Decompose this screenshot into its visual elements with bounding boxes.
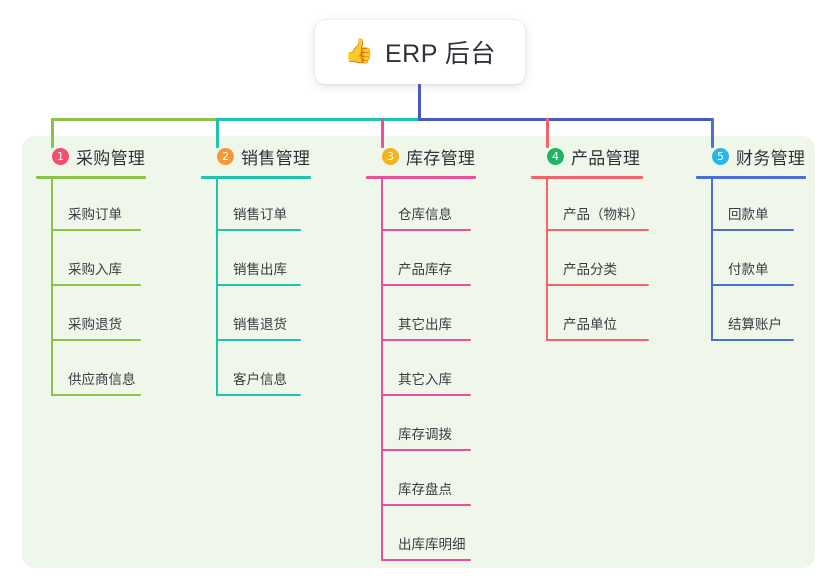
column-spine	[711, 176, 713, 341]
column-index-badge: 3	[382, 147, 399, 165]
list-item-label: 其它入库	[398, 372, 452, 387]
list-item-label: 库存盘点	[398, 482, 452, 497]
list-item-rule	[381, 229, 471, 231]
column-header-rule	[36, 176, 146, 179]
column-index-badge: 5	[712, 147, 729, 165]
list-item-label: 产品单位	[563, 317, 617, 332]
column-title: 采购管理	[76, 148, 146, 168]
list-item-rule	[51, 339, 141, 341]
list-item-rule	[381, 394, 471, 396]
column-index-badge: 2	[217, 147, 234, 165]
column-header-rule	[696, 176, 806, 179]
column-header-3[interactable]: 3 库存管理	[382, 145, 476, 168]
column-index-badge: 1	[52, 147, 69, 165]
list-item-label: 产品（物料）	[563, 207, 644, 222]
column-title: 财务管理	[736, 148, 806, 168]
list-item-rule	[381, 449, 471, 451]
list-item-rule	[381, 339, 471, 341]
list-item-label: 采购入库	[68, 262, 122, 277]
column-header-rule	[201, 176, 311, 179]
column-产品管理: 4 产品管理产品（物料） 产品分类产品单位	[531, 145, 649, 341]
list-item-rule	[51, 284, 141, 286]
list-item-rule	[381, 284, 471, 286]
list-item-rule	[546, 284, 649, 286]
column-header-5[interactable]: 5 财务管理	[712, 145, 806, 168]
connector-hbar-segment-1	[51, 118, 219, 121]
list-item-rule	[546, 339, 649, 341]
list-item-rule	[216, 394, 301, 396]
list-item-label: 供应商信息	[68, 372, 136, 387]
list-item-label: 客户信息	[233, 372, 287, 387]
thumbs-up-icon: 👍	[344, 38, 374, 65]
column-库存管理: 3 库存管理仓库信息产品库存其它出库其它入库库存调拨库存盘点出库库明细	[366, 145, 476, 561]
list-item-rule	[51, 229, 141, 231]
column-header-1[interactable]: 1 采购管理	[52, 145, 146, 168]
column-header-rule	[531, 176, 643, 179]
connector-hbar-segment-2	[216, 118, 421, 121]
column-index-badge: 4	[547, 147, 564, 165]
connector-drop-5	[711, 118, 714, 148]
column-spine	[381, 176, 383, 561]
list-item-rule	[711, 229, 794, 231]
connector-drop-3	[381, 118, 384, 148]
list-item-label: 产品分类	[563, 262, 617, 277]
connector-hbar-segment-3	[418, 118, 714, 121]
column-header-2[interactable]: 2 销售管理	[217, 145, 311, 168]
column-销售管理: 2 销售管理销售订单销售出库销售退货客户信息	[201, 145, 311, 396]
connector-trunk-vertical	[418, 84, 421, 121]
connector-drop-1	[51, 118, 54, 148]
list-item-label: 销售退货	[233, 317, 287, 332]
list-item-label: 付款单	[728, 262, 769, 277]
list-item-rule	[381, 504, 471, 506]
list-item-rule	[51, 394, 141, 396]
list-item-label: 其它出库	[398, 317, 452, 332]
column-spine	[216, 176, 218, 396]
column-header-4[interactable]: 4 产品管理	[547, 145, 641, 168]
list-item-rule	[546, 229, 649, 231]
connector-drop-4	[546, 118, 549, 148]
list-item-rule	[216, 339, 301, 341]
list-item-label: 采购退货	[68, 317, 122, 332]
column-title: 销售管理	[241, 148, 311, 168]
list-item-label: 销售出库	[233, 262, 287, 277]
column-title: 产品管理	[571, 148, 641, 168]
list-item-label: 出库库明细	[398, 537, 466, 552]
list-item-label: 库存调拨	[398, 427, 452, 442]
list-item-rule	[381, 559, 471, 561]
root-node-title: ERP 后台	[384, 40, 496, 68]
column-title: 库存管理	[406, 148, 476, 168]
content-panel	[22, 136, 815, 568]
list-item-label: 采购订单	[68, 207, 122, 222]
list-item-label: 销售订单	[233, 207, 287, 222]
column-header-rule	[366, 176, 476, 179]
connector-drop-2	[216, 118, 219, 148]
column-采购管理: 1 采购管理采购订单采购入库采购退货供应商信息	[36, 145, 146, 396]
list-item-rule	[711, 284, 794, 286]
column-spine	[51, 176, 53, 396]
column-财务管理: 5 财务管理回款单付款单结算账户	[696, 145, 806, 341]
root-node-card[interactable]: 👍 ERP 后台	[315, 20, 525, 84]
list-item-rule	[216, 229, 301, 231]
list-item-label: 回款单	[728, 207, 769, 222]
list-item-rule	[711, 339, 794, 341]
list-item-label: 仓库信息	[398, 207, 452, 222]
list-item-label: 结算账户	[728, 317, 782, 332]
column-spine	[546, 176, 548, 341]
list-item-label: 产品库存	[398, 262, 452, 277]
list-item-rule	[216, 284, 301, 286]
